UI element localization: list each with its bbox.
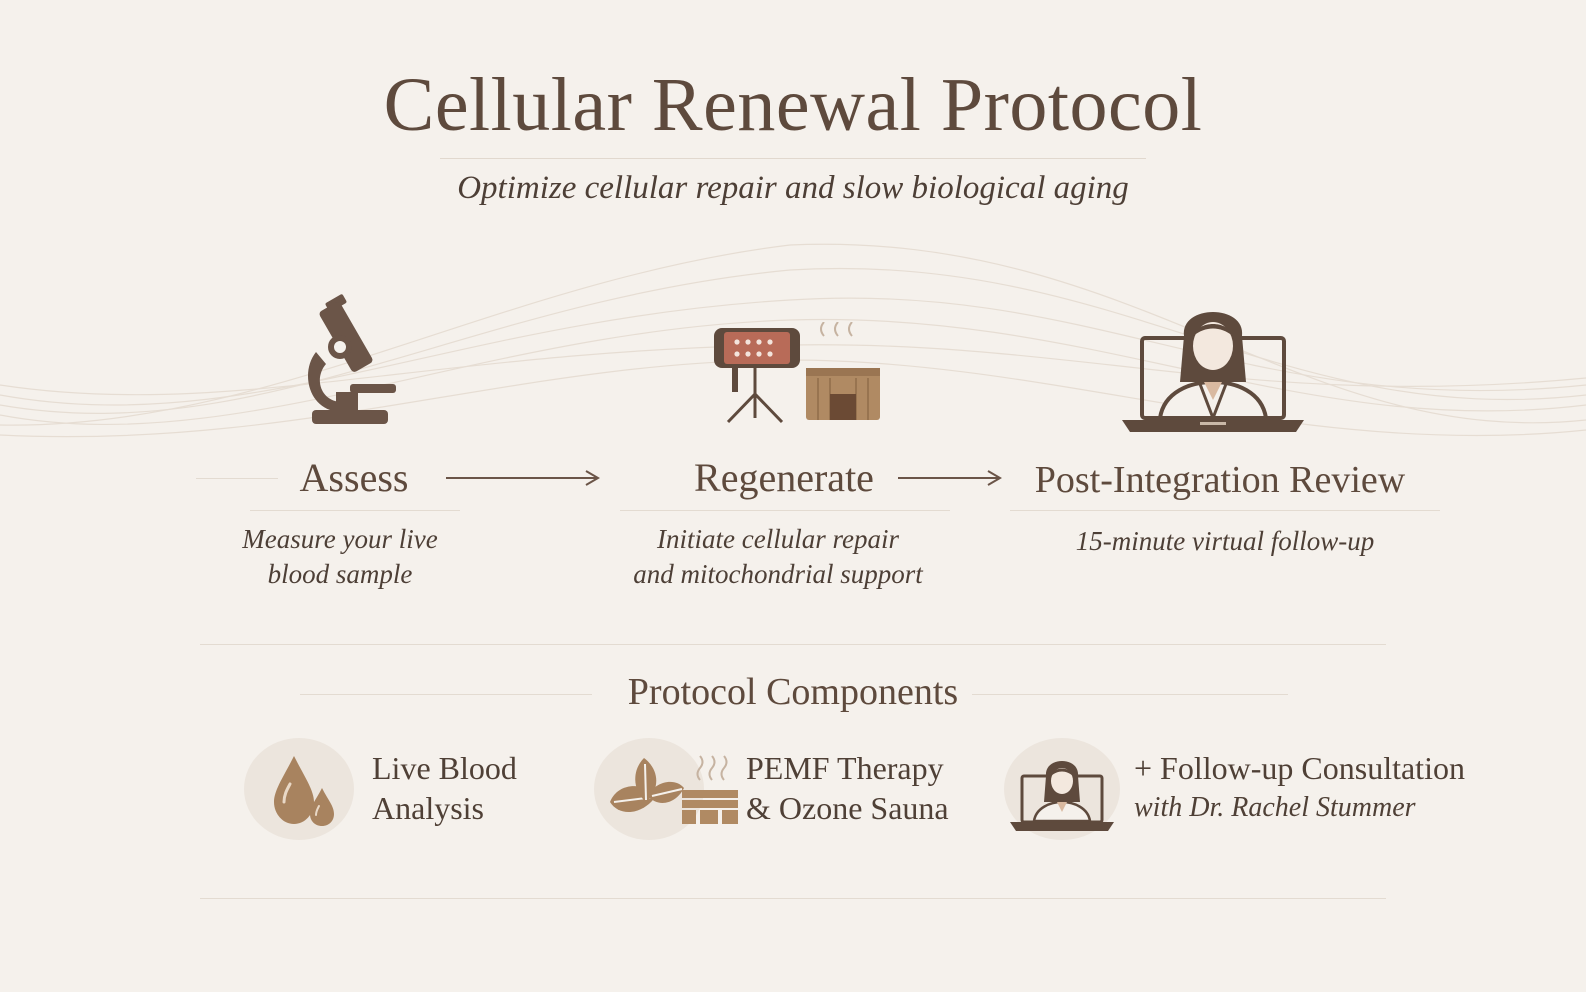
components-title: Protocol Components xyxy=(627,671,959,713)
component-label-pemf: PEMF Therapy & Ozone Sauna xyxy=(746,748,949,828)
step-desc-line: and mitochondrial support xyxy=(633,559,923,589)
component-label-line: PEMF Therapy xyxy=(746,750,944,786)
page-title: Cellular Renewal Protocol xyxy=(383,63,1203,147)
virtual-doctor-icon xyxy=(1122,312,1304,432)
component-label-doctor: with Dr. Rachel Stummer xyxy=(1134,792,1416,823)
component-label-consultation: + Follow-up Consultation with Dr. Rachel… xyxy=(1134,748,1465,828)
leaves-sauna-icon xyxy=(610,755,738,824)
step-desc-line: Initiate cellular repair xyxy=(657,524,899,554)
component-label-blood: Live Blood Analysis xyxy=(372,748,517,828)
step-desc-assess: Measure your live blood sample xyxy=(200,522,480,592)
section-divider-bottom xyxy=(200,898,1386,899)
arrow-regenerate-to-review xyxy=(898,470,1002,486)
page-subtitle: Optimize cellular repair and slow biolog… xyxy=(457,170,1129,206)
step-rule-left xyxy=(196,478,278,479)
component-label-line: + Follow-up Consultation xyxy=(1134,750,1465,786)
step-underline-3 xyxy=(1010,510,1440,511)
section-divider-top xyxy=(200,644,1386,645)
step-desc-review: 15-minute virtual follow-up xyxy=(1020,524,1430,559)
components-rule-left xyxy=(300,694,592,695)
microscope-icon xyxy=(308,294,396,424)
step-desc-line: 15-minute virtual follow-up xyxy=(1075,526,1375,556)
title-divider xyxy=(440,158,1146,159)
step-desc-line: Measure your live xyxy=(242,524,438,554)
step-title-assess: Assess xyxy=(299,455,409,500)
components-rule-right xyxy=(972,694,1288,695)
component-label-line: Live Blood xyxy=(372,750,517,786)
step-underline-2 xyxy=(620,510,950,511)
blood-drops-icon xyxy=(274,756,334,826)
component-label-line: & Ozone Sauna xyxy=(746,790,949,826)
step-desc-regenerate: Initiate cellular repair and mitochondri… xyxy=(600,522,956,592)
step-title-regenerate: Regenerate xyxy=(694,455,874,500)
doctor-laptop-icon xyxy=(1010,761,1114,831)
arrow-assess-to-regenerate xyxy=(446,470,600,486)
step-desc-line: blood sample xyxy=(267,559,413,589)
step-title-review: Post-Integration Review xyxy=(1034,459,1406,501)
component-label-line: Analysis xyxy=(372,790,484,826)
pemf-sauna-icon xyxy=(714,322,880,424)
step-underline-1 xyxy=(250,510,460,511)
